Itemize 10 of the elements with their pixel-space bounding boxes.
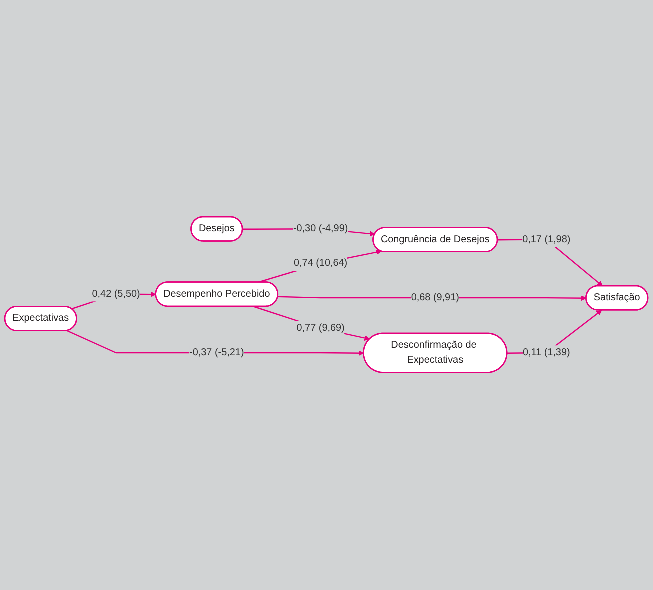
edge-label: -0,37 (-5,21) xyxy=(190,348,244,358)
arrow xyxy=(258,250,382,284)
edge-label: 0,68 (9,91) xyxy=(411,292,460,304)
edge-label: 0,77 (9,69) xyxy=(296,323,345,334)
edge-label: 0,17 (1,98) xyxy=(522,234,571,245)
edge-label: -0,30 (-4,99) xyxy=(293,224,348,234)
edge-label: 0,74 (10,64) xyxy=(294,258,348,269)
edge-label: 0,11 (1,39) xyxy=(522,348,570,358)
edge-label: 0,42 (5,50) xyxy=(92,288,140,300)
arrow xyxy=(254,306,370,342)
